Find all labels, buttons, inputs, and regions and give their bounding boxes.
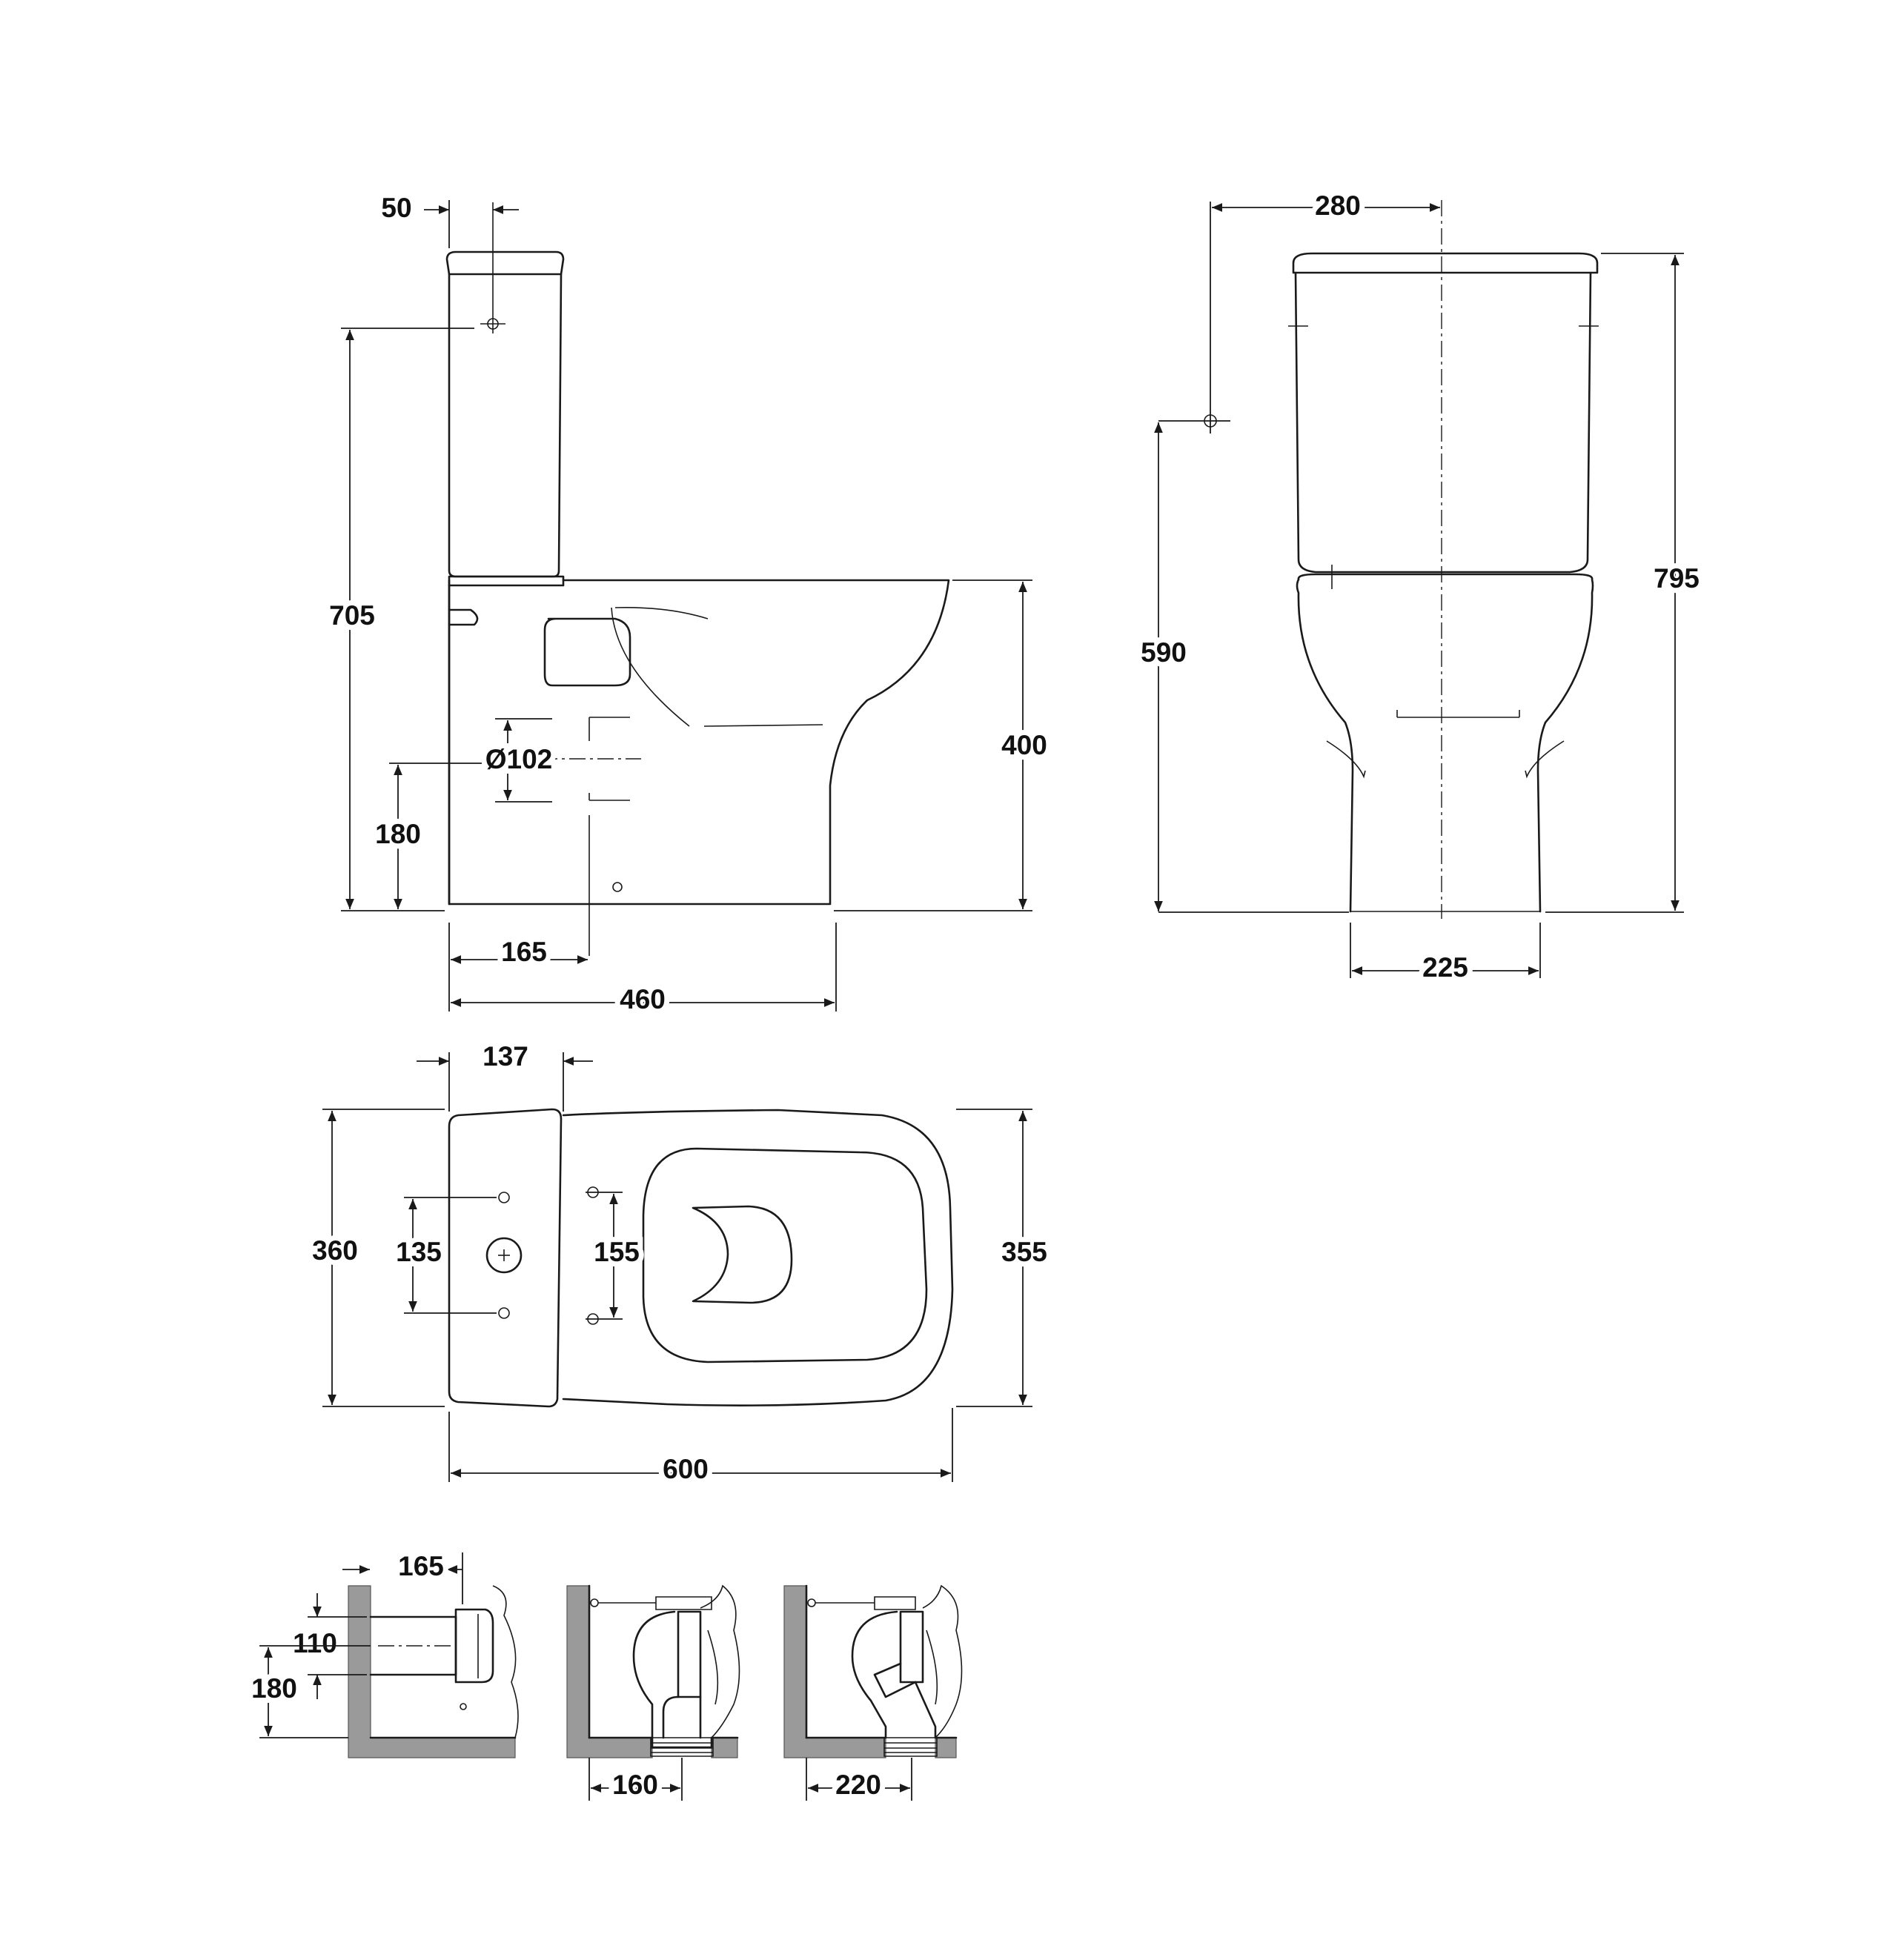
side-bowl — [448, 575, 950, 956]
front-dimensions: 280 590 795 225 — [1135, 185, 1705, 988]
dim-outlet-110: 110 — [293, 1628, 337, 1658]
dim-137: 137 — [483, 1041, 528, 1072]
dim-155: 155 — [594, 1237, 640, 1267]
front-view: 280 590 795 225 — [1135, 185, 1705, 988]
top-view: 137 360 135 155 355 600 — [307, 1041, 1052, 1489]
dim-795: 795 — [1654, 563, 1700, 594]
side-view: 50 705 180 Ø102 400 165 460 — [324, 193, 1052, 1020]
dim-400: 400 — [1001, 730, 1047, 760]
front-bowl — [1296, 200, 1594, 919]
outlet-detail-horizontal: 165 110 180 — [246, 1546, 519, 1758]
dim-d102: Ø102 — [485, 744, 553, 774]
dim-360: 360 — [312, 1235, 358, 1266]
dim-280: 280 — [1315, 190, 1361, 221]
front-cistern — [1288, 252, 1599, 589]
outlet-detail-vertical-1: 160 — [566, 1584, 740, 1805]
dim-460: 460 — [620, 984, 666, 1014]
dim-225: 225 — [1422, 952, 1468, 983]
side-cistern — [445, 202, 565, 578]
dim-outlet-165: 165 — [398, 1551, 444, 1581]
outlet-detail-vertical-2: 220 — [783, 1584, 963, 1805]
dim-outlet-220: 220 — [835, 1770, 881, 1800]
dim-600: 600 — [663, 1454, 709, 1484]
dim-590: 590 — [1141, 637, 1187, 668]
dim-50: 50 — [381, 193, 411, 223]
top-outline — [448, 1108, 954, 1408]
dim-165: 165 — [501, 937, 547, 967]
dim-705: 705 — [329, 600, 375, 631]
side-dimensions: 50 705 180 Ø102 400 165 460 — [324, 193, 1052, 1020]
dim-180: 180 — [375, 819, 421, 849]
top-dimensions: 137 360 135 155 355 600 — [307, 1041, 1052, 1489]
dim-355: 355 — [1001, 1237, 1047, 1267]
dim-outlet-160: 160 — [612, 1770, 658, 1800]
dim-outlet-180: 180 — [251, 1673, 297, 1704]
dim-135: 135 — [396, 1237, 442, 1267]
